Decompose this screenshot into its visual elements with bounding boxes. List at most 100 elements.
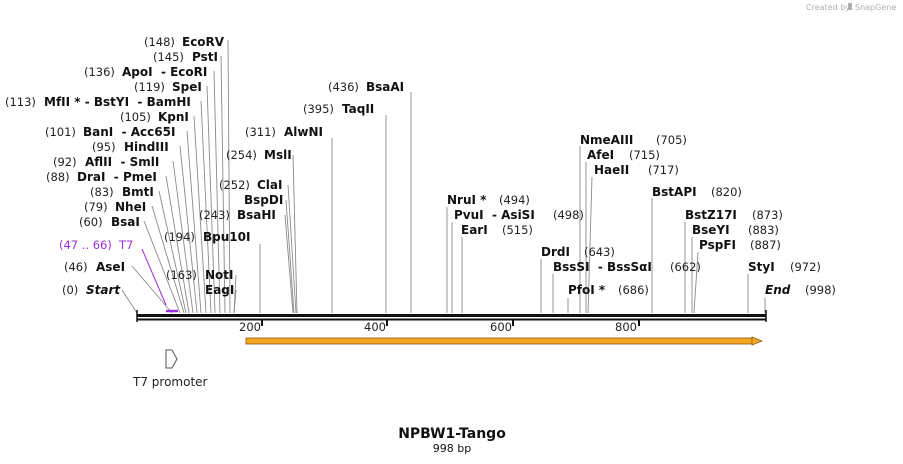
site-pos: (395) [303,102,334,116]
site-kpni[interactable]: (105) KpnI [120,110,189,124]
site-pos: (436) [328,80,359,94]
site-pos: (46) [64,260,88,274]
site-name: BstAPI [652,185,697,199]
site-hindiii[interactable]: (95) HindIII [92,140,169,154]
site-bani-acc65i[interactable]: (101) BanI - Acc65I [45,125,175,139]
site-name: AlwNI [284,125,323,139]
site-drai-pmei[interactable]: (88) DraI - PmeI [46,170,157,184]
site-pos: (113) [5,95,36,109]
site-mfii-bstyi-bamhi[interactable]: (113) MfII * - BstYI - BamHI [5,95,191,109]
site-pos: (243) [199,208,230,222]
site-pos: (662) [670,260,701,274]
site-name: SpeI [172,80,202,94]
site-name: PstI [192,50,218,64]
site-bsssi-bsssai[interactable]: BssSI - BssSαI (662) [553,260,701,274]
t7-promoter-feature[interactable] [165,349,178,369]
site-pos: (254) [226,148,257,162]
site-nrui[interactable]: NruI * (494) [447,193,530,207]
site-pvui-asisi[interactable]: PvuI - AsiSI (498) [454,208,584,222]
site-styi[interactable]: StyI (972) [748,260,821,274]
site-pos: (119) [134,80,165,94]
site-name: Bpu10I [203,230,250,244]
site-name: MslI [264,148,292,162]
site-name: NotI [205,268,234,282]
site-pos: (715) [629,148,660,162]
site-pos: (95) [92,140,116,154]
site-pos: (105) [120,110,151,124]
site-pos: (494) [499,193,530,207]
orf-feature-arrow[interactable] [245,336,764,346]
site-name: StyI [748,260,775,274]
map-title: NPBW1-Tango [398,426,506,442]
ruler-ticks [261,320,640,326]
site-noti[interactable]: (163) NotI [166,268,234,282]
site-pos: (717) [648,163,679,177]
site-alwni[interactable]: (311) AlwNI [245,125,323,139]
site-name: BseYI [692,223,730,237]
end-label: End [765,283,791,297]
site-pos: (252) [219,178,250,192]
site-name: EarI [461,223,488,237]
site-asei[interactable]: (46) AseI [64,260,125,274]
site-pfoi[interactable]: PfoI * (686) [568,283,649,297]
tick-label-600: 600 [490,320,512,334]
site-pspfi[interactable]: PspFI (887) [699,238,781,252]
site-pos: (92) [53,155,77,169]
site-spei[interactable]: (119) SpeI [134,80,202,94]
site-name: HaeII [594,163,629,177]
site-bpu10i[interactable]: (194) Bpu10I [164,230,250,244]
site-name: BanI - Acc65I [83,125,175,139]
site-name: BsaHI [237,208,276,222]
site-bspdi[interactable]: BspDI [244,193,283,207]
site-pos: (60) [79,215,103,229]
site-haeii[interactable]: HaeII (717) [594,163,679,177]
credit-app: SnapGene [855,3,896,12]
site-drdi[interactable]: DrdI (643) [541,245,615,259]
end-pos: (998) [805,283,836,297]
site-eari[interactable]: EarI (515) [461,223,533,237]
site-name: AfeI [587,148,614,162]
site-name: BstZ17I [685,208,737,222]
site-name: ApoI - EcoRI [122,65,207,79]
site-pos: (883) [748,223,779,237]
site-nhei[interactable]: (79) NheI [84,200,146,214]
site-pos: (643) [584,245,615,259]
site-taqii[interactable]: (395) TaqII [303,102,374,116]
site-pos: (83) [90,185,114,199]
site-pos: (972) [790,260,821,274]
site-psti[interactable]: (145) PstI [153,50,218,64]
tick-label-800: 800 [615,320,637,334]
snapgene-logo: SnapGene [848,3,896,12]
site-aflii-smli[interactable]: (92) AflII - SmlI [53,155,159,169]
site-ecorv[interactable]: (148) EcoRV [144,35,225,49]
site-bstapi[interactable]: BstAPI (820) [652,185,742,199]
site-bmti[interactable]: (83) BmtI [90,185,154,199]
site-pos: (515) [502,223,533,237]
site-afei[interactable]: AfeI (715) [587,148,660,162]
site-pos: (686) [618,283,649,297]
credit-prefix: Created by [806,3,850,12]
site-name: MfII * - BstYI - BamHI [44,95,191,109]
site-name: NruI * [447,193,487,207]
site-eagi[interactable]: EagI [205,283,234,297]
site-name: BsaAI [366,80,404,94]
site-name: BssSI - BssSαI [553,260,652,274]
site-name: AflII - SmlI [85,155,159,169]
sequence-backbone-top [137,314,766,317]
site-apoi-ecori[interactable]: (136) ApoI - EcoRI [84,65,207,79]
site-bstz17i[interactable]: BstZ17I (873) [685,208,783,222]
site-name: DrdI [541,245,570,259]
site-clai[interactable]: (252) ClaI [219,178,282,192]
site-bsahi[interactable]: (243) BsaHI [199,208,276,222]
site-pos: (873) [752,208,783,222]
site-pos: (194) [164,230,195,244]
site-name: AseI [96,260,125,274]
site-bsaai[interactable]: (436) BsaAI [328,80,404,94]
site-bseyi[interactable]: BseYI (883) [692,223,779,237]
site-bsai[interactable]: (60) BsaI [79,215,140,229]
site-name: PfoI * [568,283,606,297]
site-nmeaiii[interactable]: NmeAIII (705) [580,133,687,147]
site-msli[interactable]: (254) MslI [226,148,292,162]
site-pos: (887) [750,238,781,252]
